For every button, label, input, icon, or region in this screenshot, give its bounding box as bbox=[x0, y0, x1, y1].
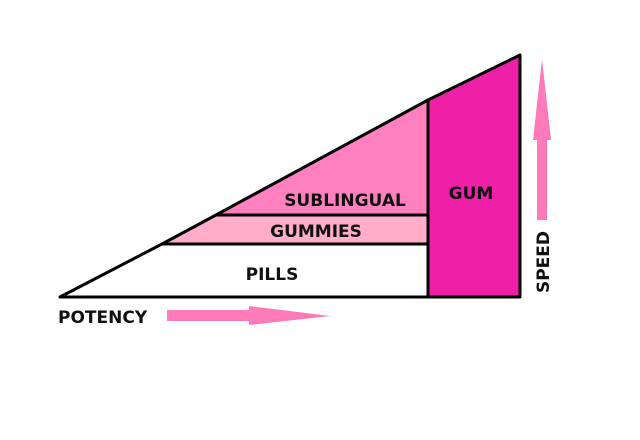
pills-label: PILLS bbox=[246, 265, 299, 285]
gummies-label: GUMMIES bbox=[270, 222, 362, 242]
potency-arrow-icon bbox=[167, 306, 330, 325]
gum-label: GUM bbox=[449, 184, 494, 204]
speed-arrow-icon bbox=[533, 59, 551, 220]
potency-axis-label: POTENCY bbox=[58, 308, 148, 328]
speed-axis-label: SPEED bbox=[534, 231, 554, 293]
pills-region bbox=[58, 242, 430, 299]
gum-region bbox=[426, 53, 522, 299]
sublingual-label: SUBLINGUAL bbox=[284, 191, 406, 211]
